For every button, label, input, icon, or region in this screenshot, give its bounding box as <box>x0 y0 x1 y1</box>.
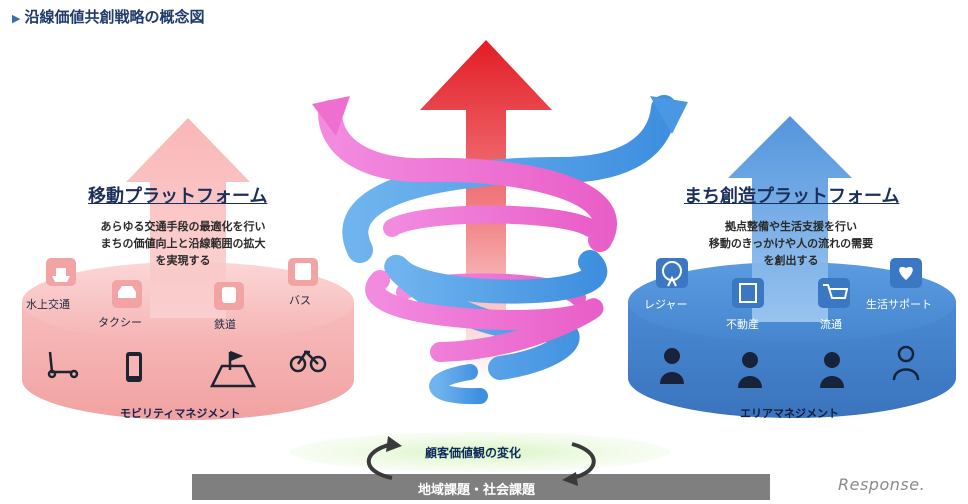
service-railway: 鉄道 <box>214 318 236 331</box>
right-blue-arrow <box>728 116 852 322</box>
service-distribution: 流通 <box>820 318 842 331</box>
value-change-label: 顧客価値観の変化 <box>425 446 522 460</box>
left-description-line-2: まちの価値向上と沿線範囲の拡大 <box>100 237 266 250</box>
value-change-oval <box>290 432 670 472</box>
left-pink-arrow <box>126 118 250 318</box>
brand-logo: Response. <box>838 475 926 494</box>
service-taxi: タクシー <box>98 316 142 329</box>
service-real-estate: 不動産 <box>726 318 759 331</box>
value-spiral <box>318 95 677 405</box>
left-description: あらゆる交通手段の最適化を行い まちの価値向上と沿線範囲の拡大 を実現する <box>78 218 288 269</box>
spiral-pink-arrowhead <box>312 96 350 136</box>
cycle-arrowhead-left <box>386 436 402 452</box>
title-triangle-icon: ▶ <box>12 12 21 25</box>
page-title: ▶沿線価値共創戦略の概念図 <box>12 6 204 27</box>
right-description-line-2: 移動のきっかけや人の流れの需要 <box>708 237 874 250</box>
woman-icon <box>820 352 844 388</box>
bicycle-icon <box>289 350 327 373</box>
service-water-transport: 水上交通 <box>26 298 70 311</box>
bus-icon <box>288 258 318 286</box>
right-description-line-3: を創出する <box>763 254 819 267</box>
service-bus: バス <box>289 294 311 307</box>
right-description: 拠点整備や生活支援を行い 移動のきっかけや人の流れの需要 を創出する <box>676 218 906 269</box>
spiral-blue-arrowhead <box>650 96 688 134</box>
issues-bar <box>192 474 770 500</box>
issues-label: 地域課題・社会課題 <box>418 483 536 498</box>
care-heart-icon <box>890 258 922 288</box>
left-description-line-3: を実現する <box>155 254 211 267</box>
cart-icon <box>818 278 850 308</box>
right-base-label: エリアマネジメント <box>740 407 839 420</box>
scooter-icon <box>47 351 79 379</box>
service-life-support: 生活サポート <box>866 298 932 311</box>
right-description-line-1: 拠点整備や生活支援を行い <box>725 220 857 233</box>
train-icon <box>214 282 244 310</box>
boat-icon <box>46 258 76 286</box>
ferris-wheel-icon <box>656 258 688 288</box>
right-heading: まち創造プラットフォーム <box>684 186 900 207</box>
real-estate-icon <box>732 278 764 308</box>
service-leisure: レジャー <box>644 298 688 311</box>
taxi-icon <box>112 280 142 308</box>
map-flag-icon <box>209 350 257 388</box>
cycle-arrowhead-right <box>562 472 578 486</box>
doctor-icon <box>892 345 920 381</box>
cycle-arrows <box>366 442 596 480</box>
smartphone-icon <box>126 352 142 382</box>
left-base-label: モビリティマネジメント <box>120 407 241 420</box>
worker-icon <box>738 352 762 388</box>
left-description-line-1: あらゆる交通手段の最適化を行い <box>100 220 266 233</box>
left-heading: 移動プラットフォーム <box>88 186 268 207</box>
staff-icon <box>660 348 684 384</box>
page-title-text: 沿線価値共創戦略の概念図 <box>24 8 205 26</box>
